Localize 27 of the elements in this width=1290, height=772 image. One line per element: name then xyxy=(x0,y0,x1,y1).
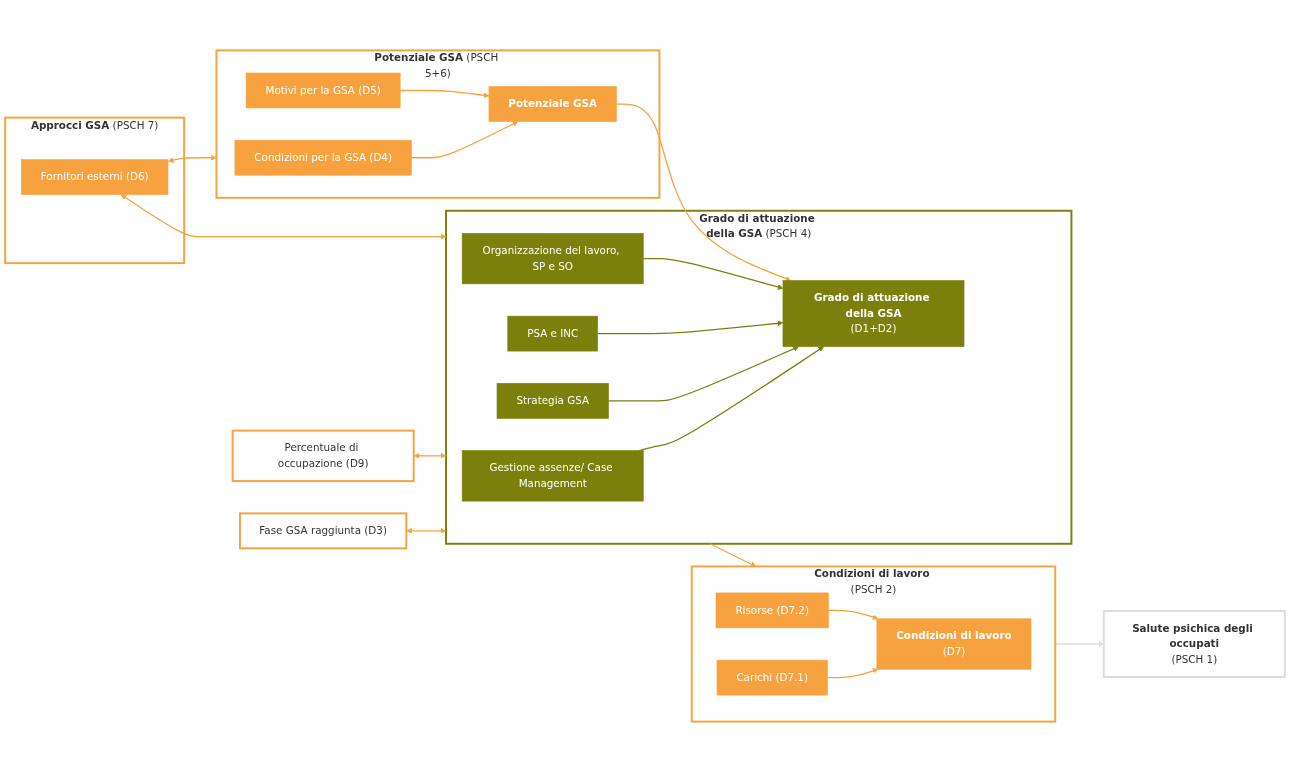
node-box: Condizioni di lavoro (D7) xyxy=(876,618,1032,670)
arrow xyxy=(167,154,217,163)
node-box: Potenziale GSA xyxy=(488,86,617,122)
node-box: Grado di attuazione della GSA (D1+D2) xyxy=(782,280,965,347)
node-box: Strategia GSA xyxy=(496,383,609,419)
arrow xyxy=(406,528,447,534)
arrow xyxy=(826,668,879,679)
node-box: Condizioni per la GSA (D4) xyxy=(234,139,412,176)
node-box: Percentuale di occupazione (D9) xyxy=(231,429,415,483)
arrow xyxy=(615,103,791,282)
arrow xyxy=(642,257,784,290)
arrow xyxy=(597,320,784,335)
node-box: Fase GSA raggiunta (D3) xyxy=(239,512,408,550)
arrow xyxy=(410,121,519,159)
node-box: Fornitori esterni (D6) xyxy=(21,159,169,195)
node-box: Organizzazione del lavoro, SP e SO xyxy=(461,233,644,285)
node-box: PSA e INC xyxy=(507,315,598,352)
arrow xyxy=(607,346,799,402)
node-box: Salute psichica degli occupati (PSCH 1) xyxy=(1102,610,1286,678)
node-box: Motivi per la GSA (D5) xyxy=(245,72,401,109)
node-box: Gestione assenze/ Case Management xyxy=(461,450,644,502)
arrow xyxy=(120,194,447,240)
arrow xyxy=(413,453,447,459)
arrow xyxy=(399,89,490,99)
node-box: Carichi (D7.1) xyxy=(716,659,828,696)
node-box: Risorse (D7.2) xyxy=(715,592,829,629)
arrow xyxy=(827,609,879,620)
